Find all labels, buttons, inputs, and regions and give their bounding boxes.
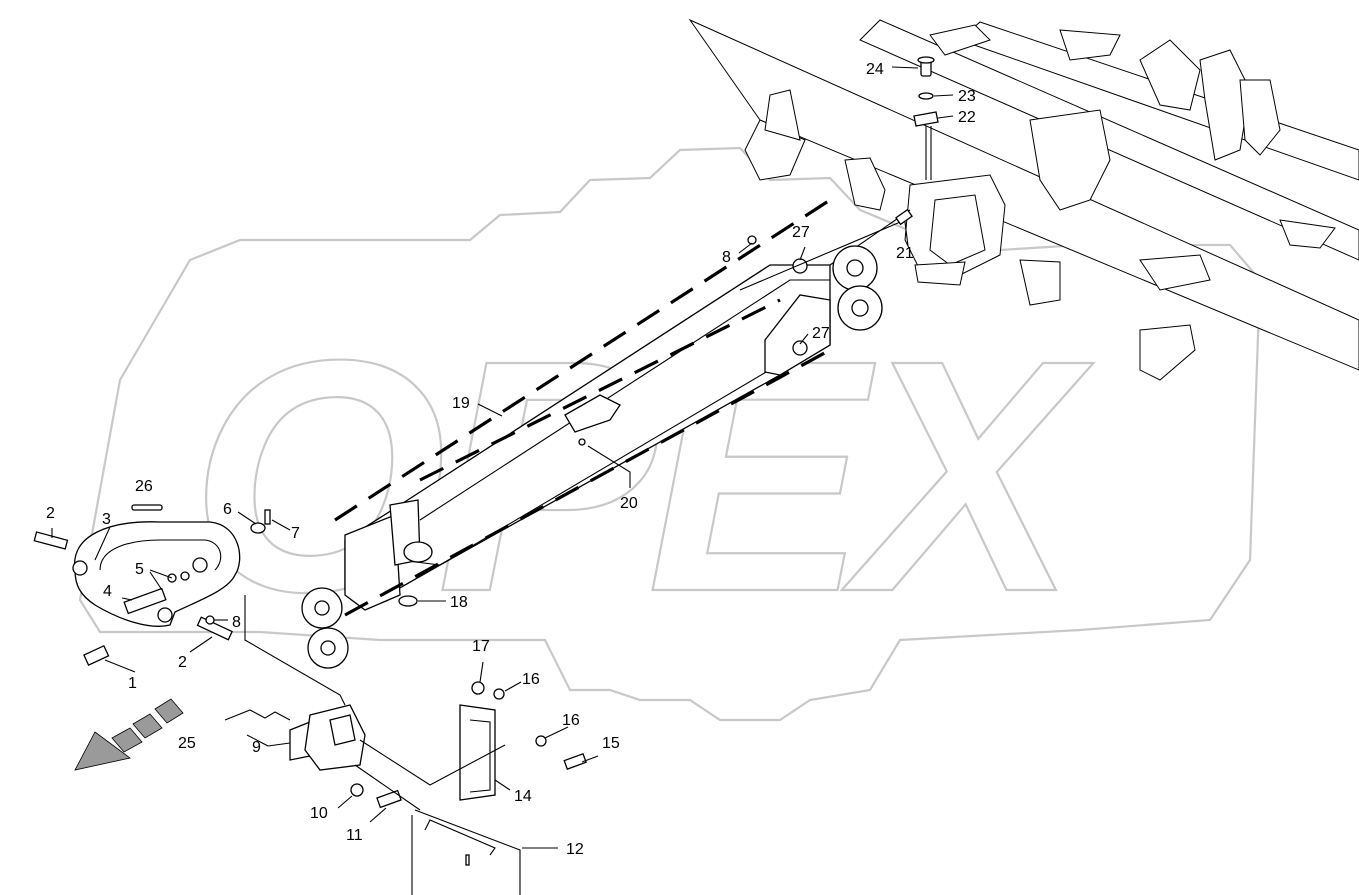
callout-16a: 16 bbox=[522, 671, 540, 688]
callout-2b: 2 bbox=[178, 654, 187, 671]
callout-27a: 27 bbox=[792, 224, 810, 241]
hub-lower bbox=[301, 587, 349, 669]
callout-26: 26 bbox=[135, 478, 153, 495]
drawbar-tube bbox=[334, 198, 911, 617]
hub-upper bbox=[832, 245, 883, 331]
callout-17: 17 bbox=[472, 638, 490, 655]
callout-27b: 27 bbox=[812, 325, 830, 342]
leader-lines bbox=[51, 66, 954, 849]
callout-2a: 2 bbox=[46, 505, 55, 522]
callout-11: 11 bbox=[346, 827, 363, 844]
callout-5: 5 bbox=[135, 561, 144, 578]
clevis-assembly bbox=[33, 235, 757, 666]
hitch-pin-parts bbox=[895, 56, 939, 226]
callout-10: 10 bbox=[310, 805, 328, 822]
callout-20: 20 bbox=[620, 495, 638, 512]
callout-15: 15 bbox=[602, 735, 620, 752]
callout-24: 24 bbox=[866, 61, 884, 78]
callout-6: 6 bbox=[223, 501, 232, 518]
callout-labels: 1 2 2 3 4 5 6 7 8 8 9 10 11 12 14 15 16 … bbox=[46, 61, 976, 858]
callout-1: 1 bbox=[128, 675, 137, 692]
callout-21: 21 bbox=[896, 245, 914, 262]
callout-19: 19 bbox=[452, 395, 470, 412]
callout-9: 9 bbox=[252, 739, 261, 756]
callout-14: 14 bbox=[514, 788, 532, 805]
callout-4: 4 bbox=[103, 583, 112, 600]
callout-25: 25 bbox=[178, 735, 196, 752]
machine-frame bbox=[688, 18, 1359, 381]
callout-8b: 8 bbox=[722, 249, 731, 266]
callout-18: 18 bbox=[450, 594, 468, 611]
jack-bracket bbox=[224, 595, 587, 895]
callout-8a: 8 bbox=[232, 614, 241, 631]
callout-7: 7 bbox=[291, 525, 300, 542]
callout-3: 3 bbox=[102, 511, 111, 528]
callout-12: 12 bbox=[566, 841, 584, 858]
callout-23: 23 bbox=[958, 88, 976, 105]
direction-arrow-icon bbox=[74, 698, 184, 771]
callout-22: 22 bbox=[958, 109, 976, 126]
callout-16b: 16 bbox=[562, 712, 580, 729]
